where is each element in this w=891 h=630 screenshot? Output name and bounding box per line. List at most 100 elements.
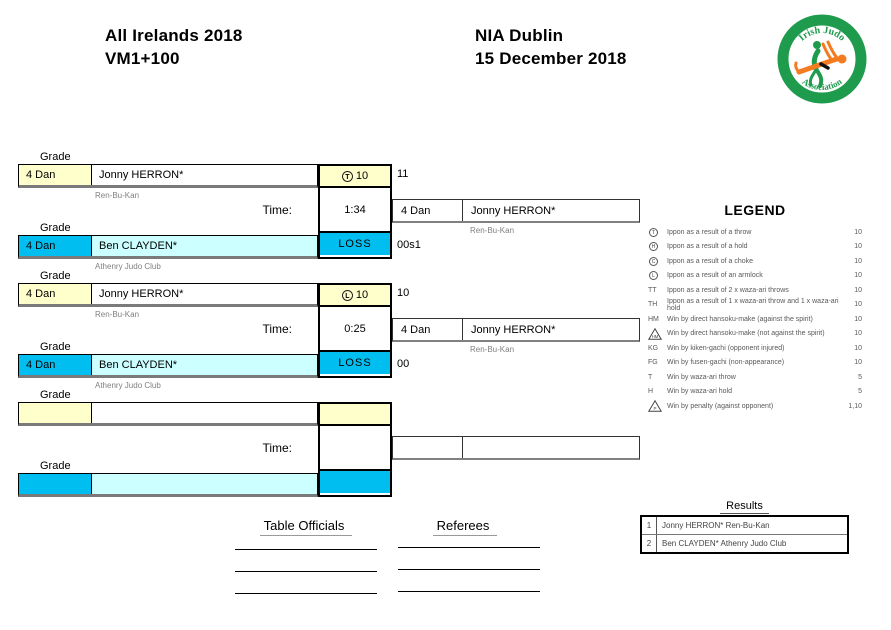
winner-box: 4 Dan Jonny HERRON* [392,318,640,342]
time-cell: 0:25 [320,307,390,352]
result-row: 1 Jonny HERRON* Ren-Bu-Kan [642,517,847,534]
score-value: 10 [355,170,369,182]
ippon-armlock-icon: L [341,289,353,301]
legend-item: TT Ippon as a result of 2 x waza-ari thr… [648,283,862,298]
signature-line [398,547,540,548]
grade-cell: 4 Dan [19,355,92,375]
signature-line [235,593,377,594]
competitor-name: Ben CLAYDEN* [92,355,317,375]
legend-value: 5 [858,388,862,396]
competitor-row: 4 Dan Jonny HERRON* [18,164,318,188]
legend-item: TH Ippon as a result of 1 x waza-ari thr… [648,298,862,313]
points-label: 10 [397,287,410,299]
result-row: 2 Ben CLAYDEN* Athenry Judo Club [642,534,847,552]
legend-item: FG Win by fusen-gachi (non-appearance) 1… [648,356,862,371]
legend-text: Win by penalty (against opponent) [667,402,774,410]
competitor-name: Ben CLAYDEN* [92,236,317,256]
legend-text: Win by direct hansoku-make (against the … [667,315,813,323]
competitor-row [18,402,318,426]
legend-value: 10 [854,272,862,280]
venue-label: NIA Dublin [475,26,564,45]
code-kg-icon: KG [648,344,659,352]
legend-text: Win by waza-ari hold [667,388,732,396]
time-cell [320,426,390,471]
club-label: Athenry Judo Club [95,381,161,390]
bracket-match-3: Grade Time: Grade [18,389,642,515]
svg-text:HM: HM [652,334,659,339]
legend-value: 10 [854,344,862,352]
circled-h-icon: H [649,242,658,252]
grade-cell: 4 Dan [19,284,92,304]
triangle-p-icon: P [648,400,662,412]
results-table: 1 Jonny HERRON* Ren-Bu-Kan 2 Ben CLAYDEN… [640,515,849,554]
circled-c-icon: C [649,256,658,266]
table-officials-heading: Table Officials [235,518,377,536]
legend-value: 10 [854,330,862,338]
event-date: 15 December 2018 [475,49,627,68]
legend-value: 10 [854,315,862,323]
score-cell: L 10 [320,285,390,307]
club-label: Ren-Bu-Kan [95,310,140,319]
results-title: Results [640,500,849,514]
legend-value: 10 [854,243,862,251]
winner-name [463,437,639,458]
code-t-icon: T [648,373,653,381]
competitor-name [92,474,317,494]
points-label: 00 [397,358,410,370]
loss-cell: LOSS [320,352,390,374]
legend-value: 5 [858,373,862,381]
grade-label: Grade [40,151,71,163]
score-column: L 10 0:25 LOSS [318,283,392,378]
grade-label: Grade [40,341,71,353]
code-fg-icon: FG [648,359,658,367]
winner-grade: 4 Dan [393,200,463,221]
competitor-name: Jonny HERRON* [99,169,184,181]
legend-text: Ippon as a result of an armlock [667,272,763,280]
legend-value: 1,10 [848,402,862,410]
legend-text: Win by fusen-gachi (non-appearance) [667,359,785,367]
score-cell [320,404,390,426]
legend-item: HM Win by direct hansoku-make (against t… [648,312,862,327]
signature-line [398,569,540,570]
result-text: Ben CLAYDEN* Athenry Judo Club [662,539,787,548]
competitor-name [92,403,317,423]
code-tt-icon: TT [648,286,657,294]
legend-value: 10 [854,228,862,236]
club-label: Athenry Judo Club [95,262,161,271]
grade-label: Grade [40,389,71,401]
legend-item: H Win by waza-ari hold 5 [648,385,862,400]
score-column [318,402,392,497]
grade-label: Grade [40,222,71,234]
winner-name: Jonny HERRON* [471,204,556,217]
time-label: Time: [262,203,292,217]
referees-heading: Referees [394,518,536,536]
bracket-match-2: Grade 4 Dan Jonny HERRON* L 10 0:25 LOSS… [18,270,642,396]
signature-line [398,591,540,592]
legend-item: T Ippon as a result of a throw 10 [648,225,862,240]
club-label: Ren-Bu-Kan [95,191,140,200]
legend-item: HM Win by direct hansoku-make (not again… [648,327,862,342]
time-cell: 1:34 [320,188,390,233]
event-title: All Irelands 2018 [105,26,243,45]
results-panel: Results 1 Jonny HERRON* Ren-Bu-Kan 2 Ben… [640,500,849,554]
legend-value: 10 [854,286,862,294]
svg-text:P: P [653,406,656,411]
legend-item: H Ippon as a result of a hold 10 [648,240,862,255]
legend-item: KG Win by kiken-gachi (opponent injured)… [648,341,862,356]
loss-cell [320,471,390,493]
legend-text: Ippon as a result of 1 x waza-ari throw … [667,297,839,312]
legend-text: Ippon as a result of 2 x waza-ari throws [667,286,789,294]
points-label: 00s1 [397,239,421,251]
legend-text: Win by direct hansoku-make (not against … [667,330,825,338]
winner-grade: 4 Dan [393,319,463,340]
points-label: 11 [397,168,409,180]
legend-text: Ippon as a result of a hold [667,243,748,251]
time-label: Time: [262,322,292,336]
legend-item: T Win by waza-ari throw 5 [648,370,862,385]
score-cell: T 10 [320,166,390,188]
signature-line [235,571,377,572]
legend-value: 10 [854,359,862,367]
legend-value: 10 [854,301,862,309]
grade-label: Grade [40,270,71,282]
